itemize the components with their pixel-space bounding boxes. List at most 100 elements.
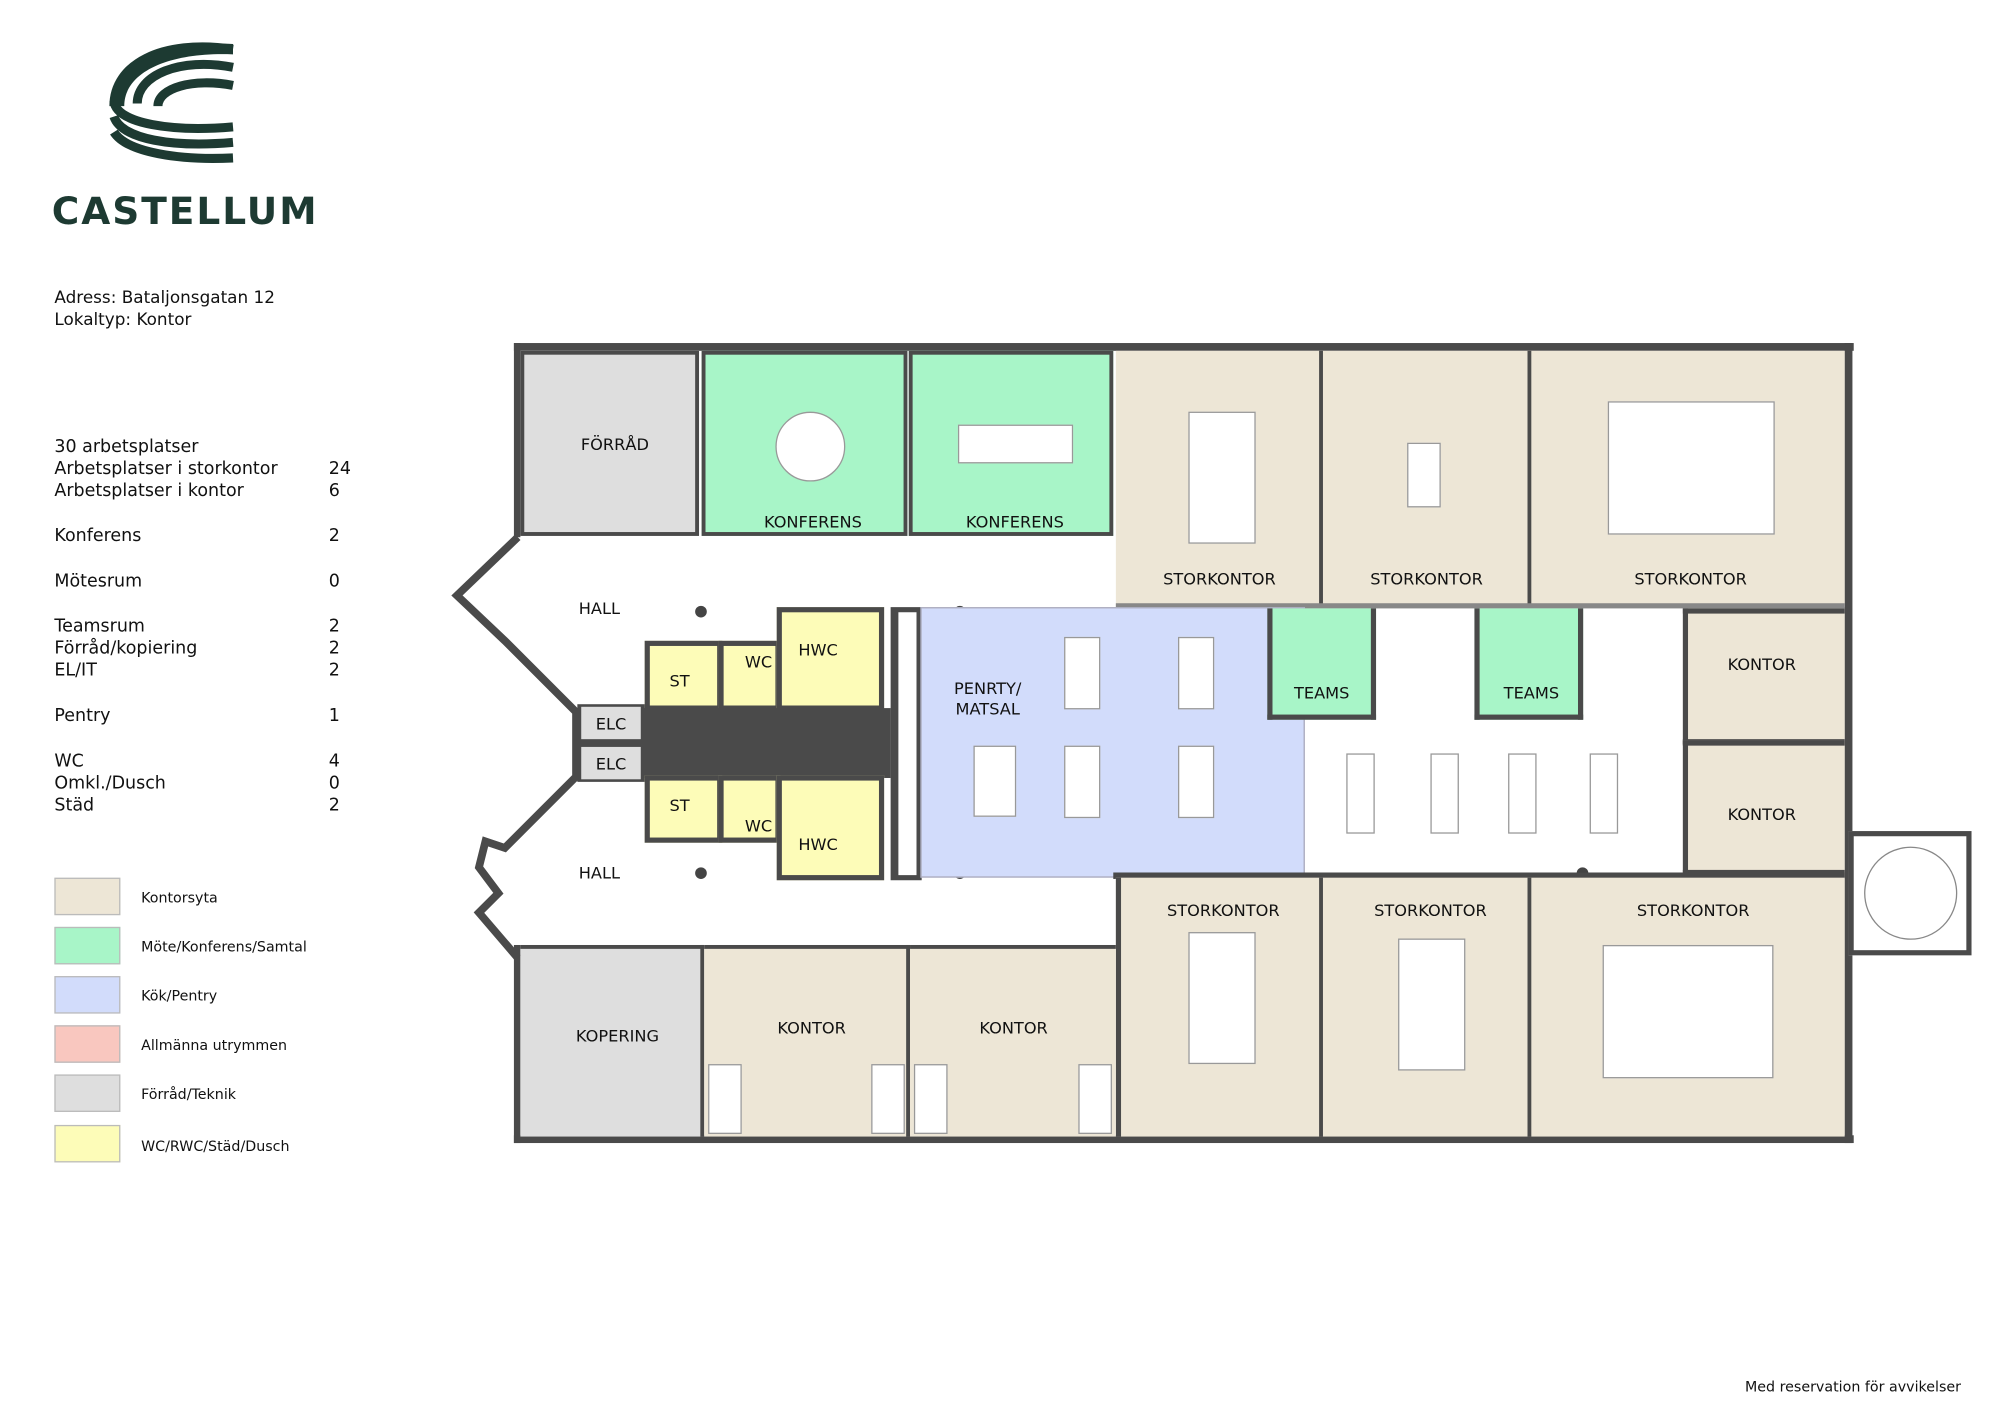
legend-label: Möte/Konferens/Samtal xyxy=(141,938,307,956)
sofa xyxy=(1346,753,1375,834)
room-label: STORKONTOR xyxy=(1167,900,1280,920)
summary-row: Mötesrum 0 xyxy=(54,571,365,592)
summary-value: 2 xyxy=(328,638,340,659)
desk-cluster xyxy=(1398,938,1466,1071)
summary-value: 2 xyxy=(328,660,340,681)
summary-row: Förråd/kopiering 2 xyxy=(54,638,365,659)
summary-value: 4 xyxy=(328,750,340,772)
sofa xyxy=(1508,753,1537,834)
room-label: WC xyxy=(744,651,773,672)
room-label: HWC xyxy=(798,834,838,854)
room-label: STORKONTOR xyxy=(1636,900,1750,920)
room-label: KONTOR xyxy=(979,1018,1048,1038)
room-label: ST xyxy=(669,795,690,815)
legend-swatch xyxy=(54,926,121,965)
wall xyxy=(513,343,521,538)
room-wc xyxy=(718,775,781,843)
summary-value: 6 xyxy=(328,480,340,501)
wall xyxy=(1113,872,1845,879)
room-elc xyxy=(581,746,641,780)
summary-label: WC xyxy=(54,750,84,772)
hall-outline xyxy=(451,534,580,961)
legend-swatch xyxy=(54,877,121,916)
desk xyxy=(1407,442,1441,508)
summary-label: EL/IT xyxy=(54,660,97,681)
summary-label: Konferens xyxy=(54,525,142,547)
legend-label: Allmänna utrymmen xyxy=(141,1036,288,1054)
wall xyxy=(513,1135,1854,1144)
round-table xyxy=(775,411,846,482)
shaft-core xyxy=(643,708,898,778)
room-kopering xyxy=(520,944,705,1137)
desk xyxy=(871,1064,905,1134)
summary-row: EL/IT 2 xyxy=(54,660,365,681)
legend-label: WC/RWC/Städ/Dusch xyxy=(141,1137,290,1155)
room-st xyxy=(644,775,723,843)
summary-label: Städ xyxy=(54,794,95,816)
room-label: KONFERENS xyxy=(965,511,1064,532)
sofa xyxy=(1430,753,1459,834)
summary-value: 0 xyxy=(328,772,340,794)
dining-table xyxy=(1177,745,1215,819)
conference-table xyxy=(957,424,1074,464)
room-label: STORKONTOR xyxy=(1374,900,1487,920)
disclaimer: Med reservation för avvikelser xyxy=(1744,1378,1962,1396)
stairwell xyxy=(1848,831,1972,956)
brand-name: CASTELLUM xyxy=(51,188,319,234)
spiral-stairs-icon xyxy=(1864,846,1958,940)
room-label: WC xyxy=(744,816,773,836)
room-label: ELC xyxy=(595,713,627,734)
room-label: TEAMS xyxy=(1293,682,1350,703)
summary-label: Teamsrum xyxy=(54,616,145,637)
desk xyxy=(708,1064,742,1134)
summary-label: Mötesrum xyxy=(54,570,143,592)
room-label: ST xyxy=(669,671,690,691)
summary-row: WC 4 xyxy=(54,751,365,772)
room-teams xyxy=(1474,608,1584,720)
dining-table xyxy=(1177,636,1215,710)
sofa xyxy=(1589,753,1619,834)
wall xyxy=(1844,343,1853,1144)
castellum-logo-icon xyxy=(109,42,234,163)
premises-type: Lokaltyp: Kontor xyxy=(54,310,192,331)
room-forrad xyxy=(520,350,700,536)
room-label: PENRTY/ MATSAL xyxy=(954,678,1022,719)
room-label: STORKONTOR xyxy=(1634,568,1747,589)
summary-label: Pentry xyxy=(54,705,111,727)
room-label: STORKONTOR xyxy=(1163,568,1276,589)
dining-table xyxy=(1064,745,1101,819)
summary-label: Arbetsplatser i storkontor xyxy=(54,458,278,479)
desk xyxy=(913,1064,948,1134)
room-pentry xyxy=(920,607,1305,878)
wall xyxy=(513,944,521,1144)
dining-table xyxy=(1064,636,1101,710)
room-teams xyxy=(1267,608,1377,720)
room-kontor xyxy=(1682,740,1845,876)
counter xyxy=(973,745,1017,817)
summary-label: Förråd/kopiering xyxy=(54,638,198,659)
room-label: FÖRRÅD xyxy=(580,434,649,454)
legend-swatch xyxy=(54,976,121,1014)
summary-value: 0 xyxy=(328,570,340,592)
legend-label: Förråd/Teknik xyxy=(141,1086,237,1103)
summary-label: Arbetsplatser i kontor xyxy=(54,480,244,501)
room-label: HWC xyxy=(798,640,838,660)
room-label: TEAMS xyxy=(1503,682,1560,703)
room-label: KONFERENS xyxy=(763,511,862,532)
room-label: STORKONTOR xyxy=(1370,568,1483,589)
desk xyxy=(1078,1064,1112,1134)
desk-cluster xyxy=(1188,932,1256,1065)
room-label: KOPERING xyxy=(575,1025,660,1046)
room-label: KONTOR xyxy=(1727,654,1797,674)
summary-row: Arbetsplatser i kontor 6 xyxy=(54,480,365,501)
legend-label: Kontorsyta xyxy=(141,889,218,907)
wall xyxy=(1115,603,1845,609)
room-label: KONTOR xyxy=(777,1018,846,1038)
room-label: ELC xyxy=(595,754,627,774)
room-kontor xyxy=(1682,608,1845,745)
legend-swatch xyxy=(54,1025,121,1063)
legend-label: Kök/Pentry xyxy=(141,987,218,1005)
